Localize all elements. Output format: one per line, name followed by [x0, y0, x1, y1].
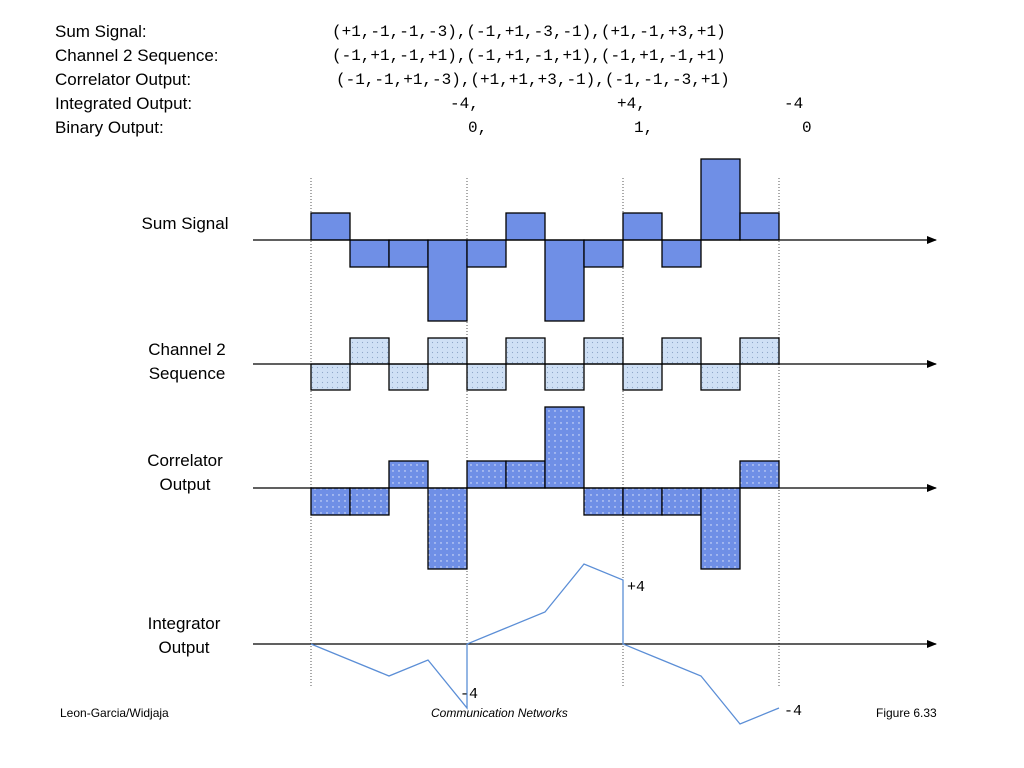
correlator-bar [310, 487, 351, 516]
label-sum-signal: Sum Signal [141, 214, 229, 233]
channel2-bar [427, 337, 468, 365]
correlator-bar [661, 487, 702, 516]
channel2-bar [310, 363, 351, 391]
label-channel2-line2: Sequence [148, 364, 226, 383]
label-integrator-line2: Output [158, 638, 210, 657]
correlator-bar [427, 487, 468, 570]
channel2-bar [739, 337, 780, 365]
header-label-binary: Binary Output: [55, 118, 164, 137]
correlator-plot [253, 406, 937, 570]
correlator-bar [505, 460, 546, 489]
sum-signal-bar [739, 212, 780, 241]
correlator-bar [622, 487, 663, 516]
footer-title: Communication Networks [431, 706, 568, 720]
integrator-annotation-1: -4 [460, 686, 478, 703]
integrator-plot [253, 563, 937, 725]
header-integrated-1: -4, [450, 95, 479, 113]
channel2-bar [388, 363, 429, 391]
sum-signal-bar [700, 158, 741, 241]
label-channel2-line1: Channel 2 [148, 340, 226, 359]
sum-signal-bar [466, 239, 507, 268]
label-integrator-line1: Integrator [147, 614, 221, 633]
channel2-bar [700, 363, 741, 391]
channel2-bar [544, 363, 585, 391]
header-label-sum: Sum Signal: [55, 22, 147, 41]
sum-signal-bar [622, 212, 663, 241]
header-binary-1: 0, [468, 119, 488, 137]
sum-signal-bar [427, 239, 468, 322]
header-value-correlator: (-1,-1,+1,-3),(+1,+1,+3,-1),(-1,-1,-3,+1… [336, 71, 730, 89]
label-correlator: Correlator Output [110, 449, 260, 497]
correlator-bar [700, 487, 741, 570]
footer-figure-number: Figure 6.33 [876, 706, 937, 720]
channel2-bar [349, 337, 390, 365]
header-value-sum: (+1,-1,-1,-3),(-1,+1,-3,-1),(+1,-1,+3,+1… [332, 23, 726, 41]
header-label-integrated: Integrated Output: [55, 94, 193, 113]
footer-authors: Leon-Garcia/Widjaja [60, 706, 169, 720]
channel2-bar [583, 337, 624, 365]
integrator-trace [310, 563, 780, 725]
label-integrator: Integrator Output [109, 612, 259, 660]
sum-signal-bar [388, 239, 429, 268]
header-integrated-3: -4 [784, 95, 804, 113]
channel2-bar [466, 363, 507, 391]
sum-signal-bar [505, 212, 546, 241]
sum-signal-bar [310, 212, 351, 241]
sum-signal-bar [583, 239, 624, 268]
label-correlator-line2: Output [159, 475, 211, 494]
sum-signal-plot [253, 158, 937, 322]
header-value-channel2: (-1,+1,-1,+1),(-1,+1,-1,+1),(-1,+1,-1,+1… [332, 47, 726, 65]
channel2-bar [622, 363, 663, 391]
header-label-correlator: Correlator Output: [55, 70, 192, 89]
sum-signal-bar [661, 239, 702, 268]
label-channel2: Channel 2 Sequence [112, 338, 262, 386]
integrator-annotation-2: +4 [627, 579, 645, 596]
sum-signal-bar [544, 239, 585, 322]
channel2-bar [505, 337, 546, 365]
integrator-annotation-3: -4 [784, 703, 802, 720]
header-binary-2: 1, [634, 119, 654, 137]
sum-signal-bar [349, 239, 390, 268]
correlator-bar [583, 487, 624, 516]
correlator-bar [466, 460, 507, 489]
correlator-bar [349, 487, 390, 516]
correlator-bar [388, 460, 429, 489]
correlator-bar [739, 460, 780, 489]
header-binary-3: 0 [802, 119, 812, 137]
header-integrated-2: +4, [617, 95, 646, 113]
channel2-bar [661, 337, 702, 365]
label-correlator-line1: Correlator [147, 451, 223, 470]
header-label-channel2: Channel 2 Sequence: [55, 46, 219, 65]
correlator-bar [544, 406, 585, 489]
channel2-plot [253, 337, 937, 391]
